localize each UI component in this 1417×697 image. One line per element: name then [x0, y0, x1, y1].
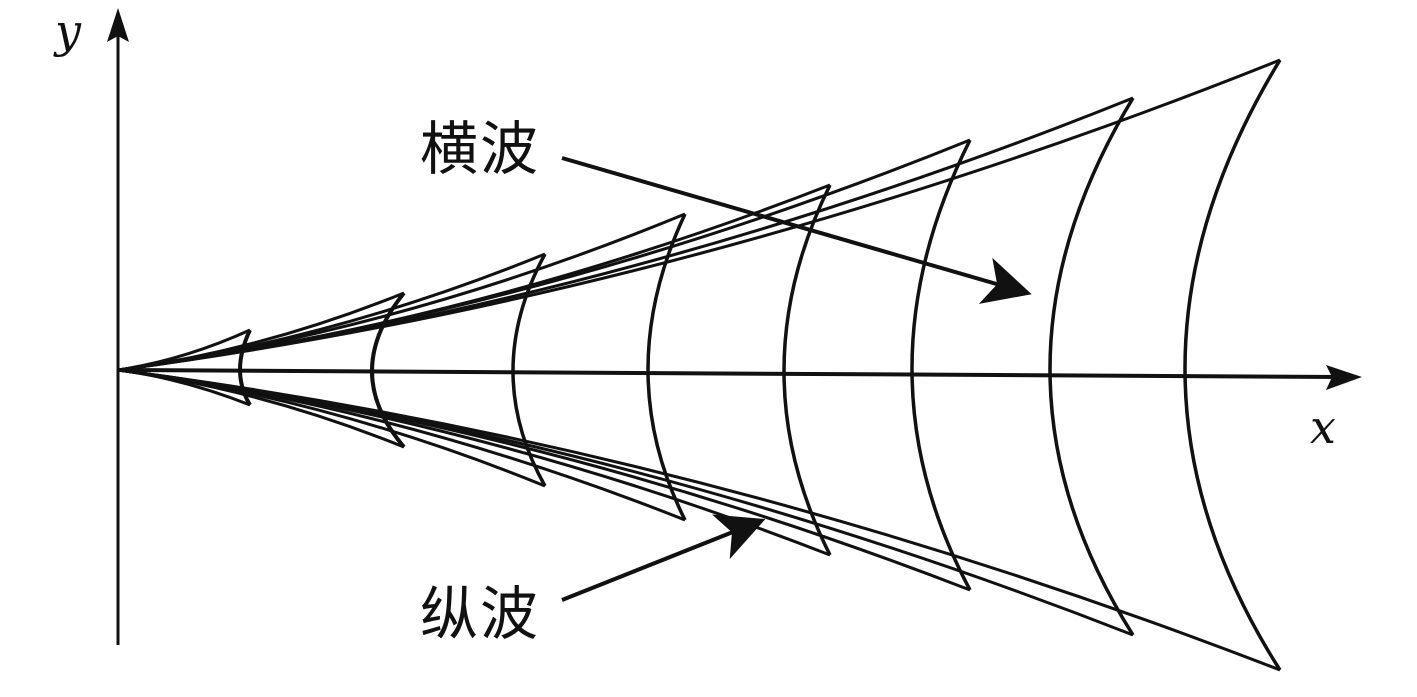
wavefronts [238, 59, 1282, 671]
x-axis [117, 368, 1341, 379]
wavefront-4 [646, 213, 687, 521]
x-axis-label: x [1310, 400, 1336, 454]
x-axis-arrow [1326, 365, 1362, 390]
envelope-line-7-upper [117, 96, 1134, 372]
envelope-line-8-upper [117, 58, 1281, 372]
transverse-wave-pointer [561, 156, 1032, 304]
wavefront-2 [370, 291, 406, 449]
cone-envelope-lines [117, 58, 1281, 672]
wavefront-5 [782, 184, 832, 556]
wavefront-3 [511, 253, 547, 487]
wavefront-8 [1183, 59, 1282, 671]
envelope-line-5-lower [117, 368, 831, 557]
envelope-line-3-lower [117, 368, 546, 488]
y-axis-label: y [55, 4, 81, 58]
longitudinal-wave-label: 纵波 [420, 580, 541, 648]
envelope-line-8-lower [117, 368, 1281, 672]
envelope-line-4-upper [117, 212, 686, 372]
envelope-line-7-lower [117, 368, 1134, 637]
wavefront-7 [1048, 97, 1135, 636]
wavefront-1 [238, 329, 252, 407]
envelope-line-3-upper [117, 252, 546, 372]
longitudinal-wave-pointer [561, 514, 766, 602]
transverse-wave-label: 横波 [420, 115, 541, 183]
wavefront-6 [910, 139, 972, 591]
y-axis-arrow [107, 8, 129, 42]
